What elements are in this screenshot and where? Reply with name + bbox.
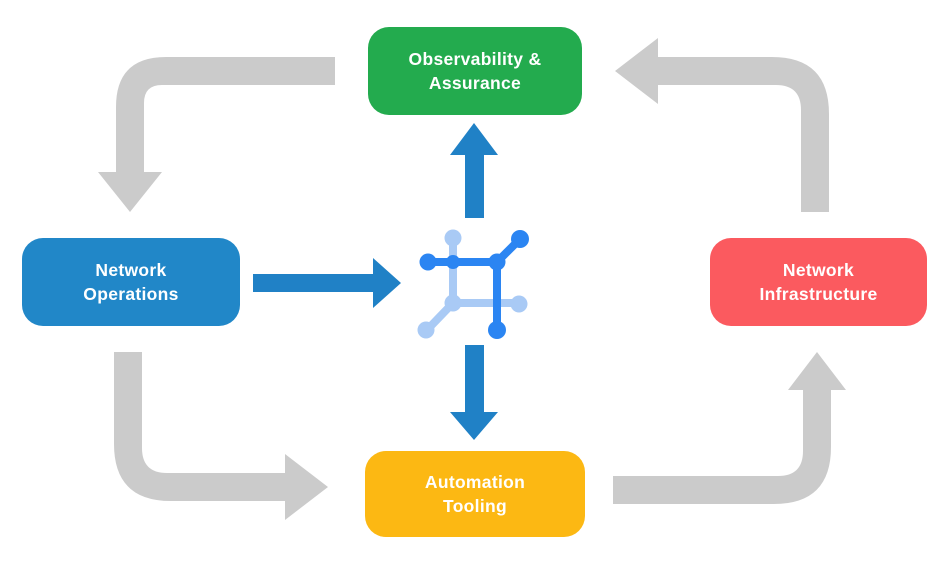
arrow-infrastructure-to-observability [615, 38, 829, 212]
node-label-line1: Observability & [408, 49, 542, 69]
node-label-line2: Operations [83, 284, 179, 304]
node-observability-assurance: Observability & Assurance [368, 27, 582, 115]
icon-junction-topright [488, 253, 506, 271]
node-label-line2: Tooling [443, 496, 507, 516]
icon-dot-topright [511, 230, 529, 248]
node-network-operations: Network Operations [22, 238, 240, 326]
node-automation-tooling: Automation Tooling [365, 451, 585, 537]
icon-dot-top [444, 229, 462, 247]
icon-dot-bottomleft [417, 321, 435, 339]
icon-dot-right [510, 295, 528, 313]
node-label-line1: Network [95, 260, 167, 280]
network-nodes-icon [417, 229, 529, 339]
node-network-infrastructure: Network Infrastructure [710, 238, 927, 326]
arrow-observability-to-operations [98, 57, 335, 212]
icon-dot-bottom [488, 321, 506, 339]
arrow-operations-to-center [253, 258, 401, 308]
arrow-automation-to-infrastructure [613, 352, 846, 504]
node-label-line2: Assurance [428, 73, 522, 93]
arrow-center-to-observability [450, 123, 498, 218]
icon-junction-topleft [446, 255, 460, 269]
icon-junction-bottomleft [444, 294, 462, 312]
arrow-operations-to-automation [114, 352, 328, 520]
node-label-line1: Automation [424, 472, 526, 492]
icon-dot-left [419, 253, 437, 271]
node-label-line1: Network [782, 260, 855, 280]
arrow-center-to-automation [450, 345, 498, 440]
node-label-line2: Infrastructure [759, 284, 878, 304]
